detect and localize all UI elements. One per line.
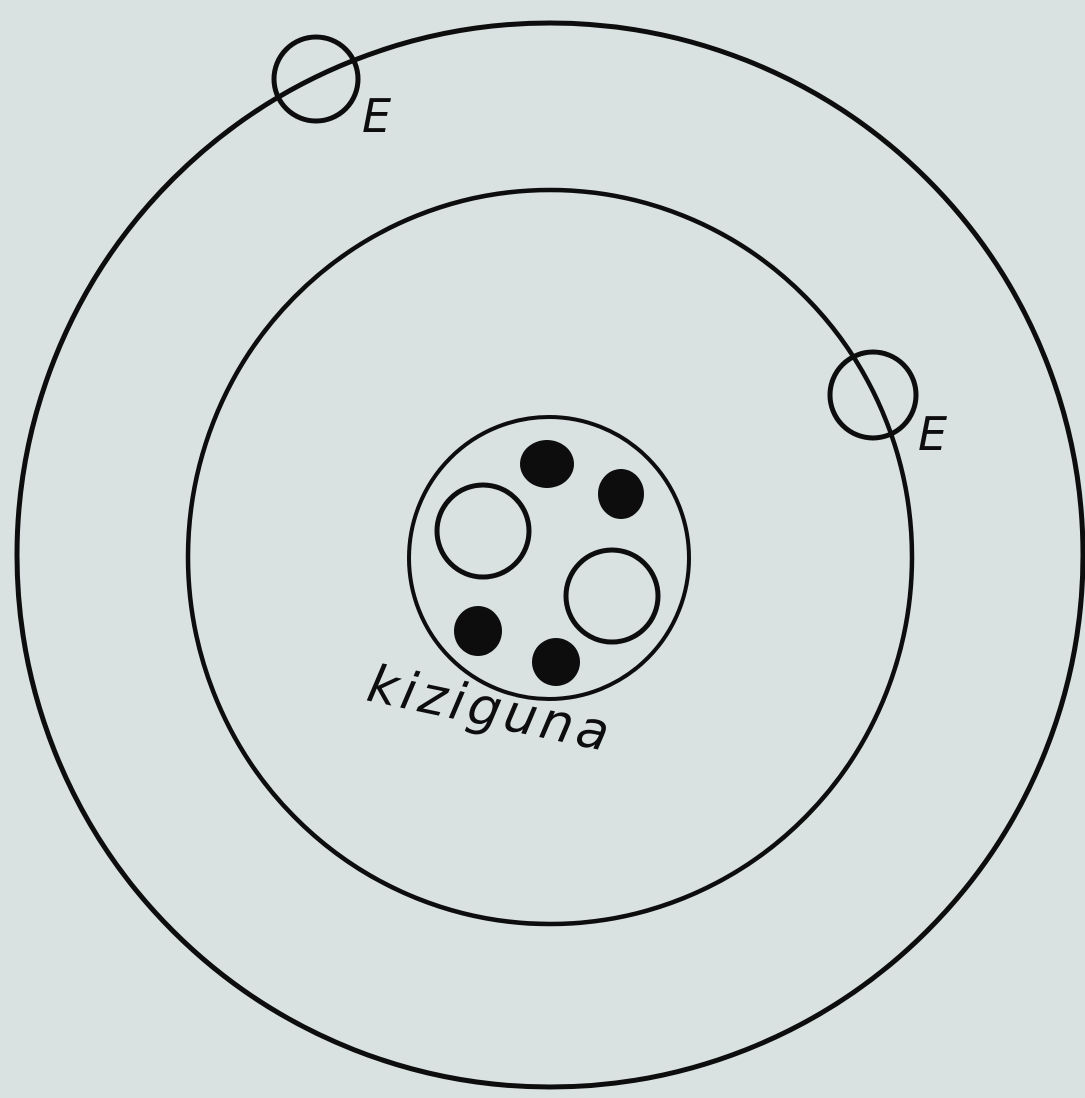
proton	[520, 440, 574, 488]
proton	[454, 606, 502, 656]
inner-electron-label: E	[918, 407, 947, 461]
proton	[598, 469, 644, 519]
outer-electron-label: E	[362, 89, 391, 143]
proton	[532, 638, 580, 686]
